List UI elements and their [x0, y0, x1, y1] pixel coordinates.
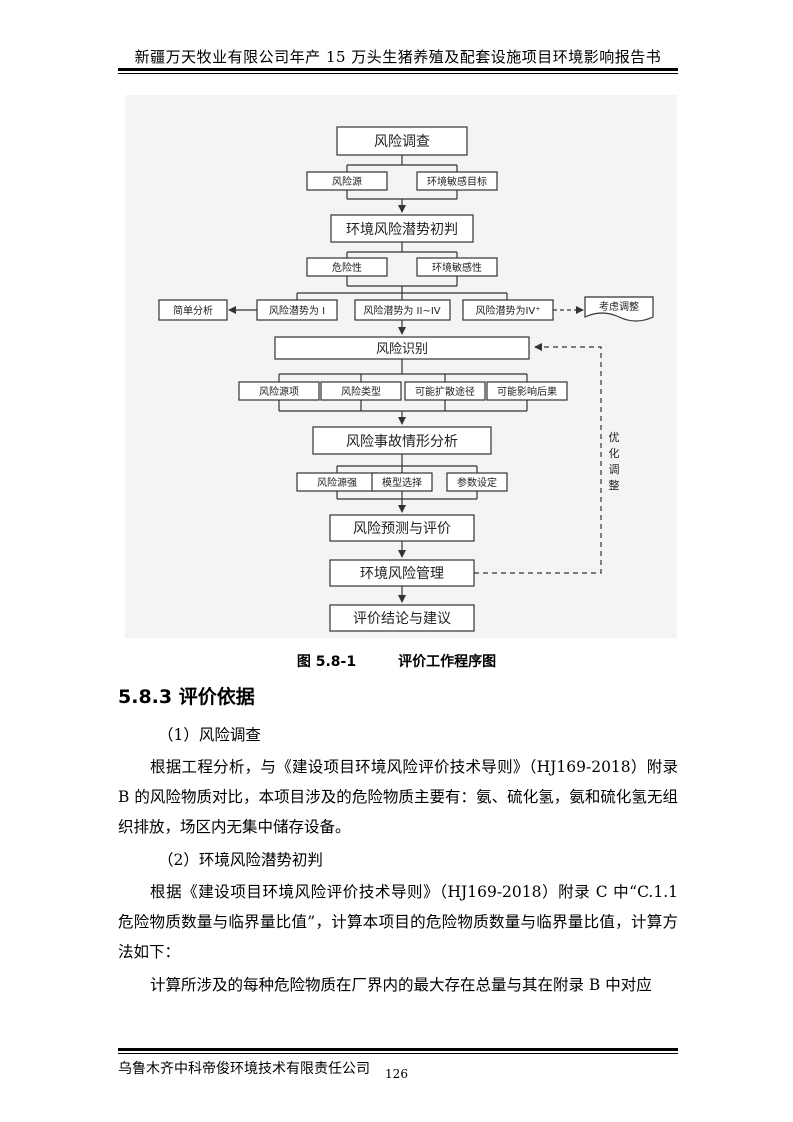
label-prediction: 风险预测与评价 [353, 521, 451, 537]
feedback-loop-arrow [474, 343, 602, 574]
label-potential-2-4: 风险潜势为 II~IV [363, 304, 440, 317]
footer-rule-thick [118, 1048, 678, 1051]
label-risk-survey: 风险调查 [374, 134, 430, 150]
flow-box-simple-analysis [158, 299, 228, 321]
flow-box-accident-scenario [312, 426, 492, 455]
page-number: 126 [385, 1067, 408, 1081]
label-risk-type: 风险类型 [341, 385, 381, 398]
label-model-selection: 模型选择 [382, 476, 422, 489]
document-title: 新疆万天牧业有限公司年产 15 万头生猪养殖及配套设施项目环境影响报告书 [134, 48, 662, 66]
label-risk-management: 环境风险管理 [360, 566, 444, 582]
label-potential-1: 风险潜势为 I [269, 304, 325, 317]
label-conclusion: 评价结论与建议 [353, 611, 451, 627]
flowchart-figure: 风险调查 风险源 环境敏感目标 环境风险潜势初判 危险性 环境敏感性 风险潜势为… [125, 95, 677, 638]
figure-number: 图 5.8-1 [296, 654, 357, 670]
flow-doc-consider-adjust [584, 296, 654, 322]
footer-company: 乌鲁木齐中科帝俊环境技术有限责任公司 [118, 1061, 370, 1077]
header-rule-thin [118, 73, 678, 74]
label-parameter-setting: 参数设定 [457, 476, 497, 489]
subheading-risk-survey: （1）风险调查 [158, 726, 261, 744]
label-potential-4plus: 风险潜势为IV⁺ [475, 304, 540, 317]
label-source-item: 风险源项 [259, 385, 299, 398]
paragraph-risk-survey: 根据工程分析，与《建设项目环境风险评价技术导则》（HJ169-2018）附录B … [118, 758, 678, 836]
label-sensitive-target: 环境敏感目标 [427, 175, 487, 188]
label-optimize-3: 调 [609, 463, 620, 476]
subheading-potential: （2）环境风险潜势初判 [158, 851, 323, 869]
section-heading: 5.8.3 评价依据 [118, 686, 255, 708]
footer-rule-thin [118, 1053, 678, 1054]
flow-box-risk-survey [336, 126, 468, 156]
label-consequence: 可能影响后果 [497, 385, 557, 398]
label-accident-scenario: 风险事故情形分析 [346, 434, 458, 450]
label-source-strength: 风险源强 [317, 476, 357, 489]
label-risk-identification: 风险识别 [376, 342, 428, 357]
label-risk-source: 风险源 [332, 175, 362, 188]
label-simple-analysis: 简单分析 [173, 304, 213, 317]
label-optimize-1: 优 [609, 431, 620, 444]
label-optimize-2: 化 [609, 446, 620, 460]
label-hazard: 危险性 [332, 261, 362, 274]
flow-box-prediction [329, 514, 475, 542]
paragraph-potential: 根据《建设项目环境风险评价技术导则》（HJ169-2018）附录 C 中“C.1… [118, 883, 678, 961]
flow-box-conclusion [329, 604, 475, 632]
header-rule-thick [118, 68, 678, 71]
label-sensitivity: 环境敏感性 [432, 261, 482, 274]
label-optimize-4: 整 [609, 478, 620, 492]
figure-title: 评价工作程序图 [398, 654, 497, 670]
label-consider-adjust: 考虑调整 [599, 300, 639, 313]
label-potential-judgement: 环境风险潜势初判 [346, 221, 458, 238]
paragraph-calculation: 计算所涉及的每种危险物质在厂界内的最大存在总量与其在附录 B 中对应 [150, 976, 652, 994]
figure-caption: 图 5.8-1 评价工作程序图 [0, 651, 793, 671]
label-diffusion-path: 可能扩散途径 [415, 385, 475, 398]
flowchart-svg: 风险调查 风险源 环境敏感目标 环境风险潜势初判 危险性 环境敏感性 风险潜势为… [158, 126, 654, 632]
